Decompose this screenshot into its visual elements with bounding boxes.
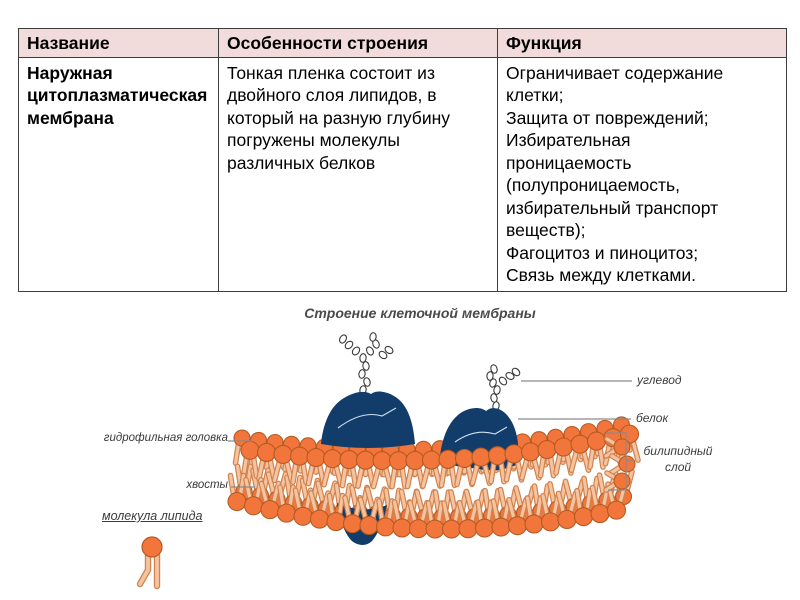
table-row: Наружная цитоплазматическая мембрана Тон…	[18, 56, 787, 292]
label-bilipid-line2: слой	[664, 460, 692, 474]
diagram-title: Строение клеточной мембраны	[304, 305, 536, 321]
membrane-table: Название Особенности строения Функция На…	[18, 28, 787, 292]
label-bilipid-line1: билипидный	[643, 444, 713, 458]
label-carbohydrate: углевод	[637, 373, 682, 387]
bottom-layer-front	[227, 472, 628, 539]
lipid-molecule-figure	[136, 536, 163, 590]
label-tails: хвосты	[186, 479, 228, 491]
label-lipid-molecule: молекула липида	[102, 509, 203, 523]
top-layer-front	[240, 424, 641, 490]
table-header-row: Название Особенности строения Функция	[18, 28, 787, 58]
carbohydrate-chains	[339, 332, 521, 411]
leader-lines	[228, 380, 634, 491]
cell-membrane-name: Наружная цитоплазматическая мембрана	[18, 56, 219, 292]
label-bilipid-layer: билипидный слой	[632, 443, 724, 475]
label-hydrophilic-head: гидрофильная головка	[103, 432, 228, 444]
label-protein: белок	[636, 411, 669, 425]
col-header-name: Название	[18, 28, 219, 58]
